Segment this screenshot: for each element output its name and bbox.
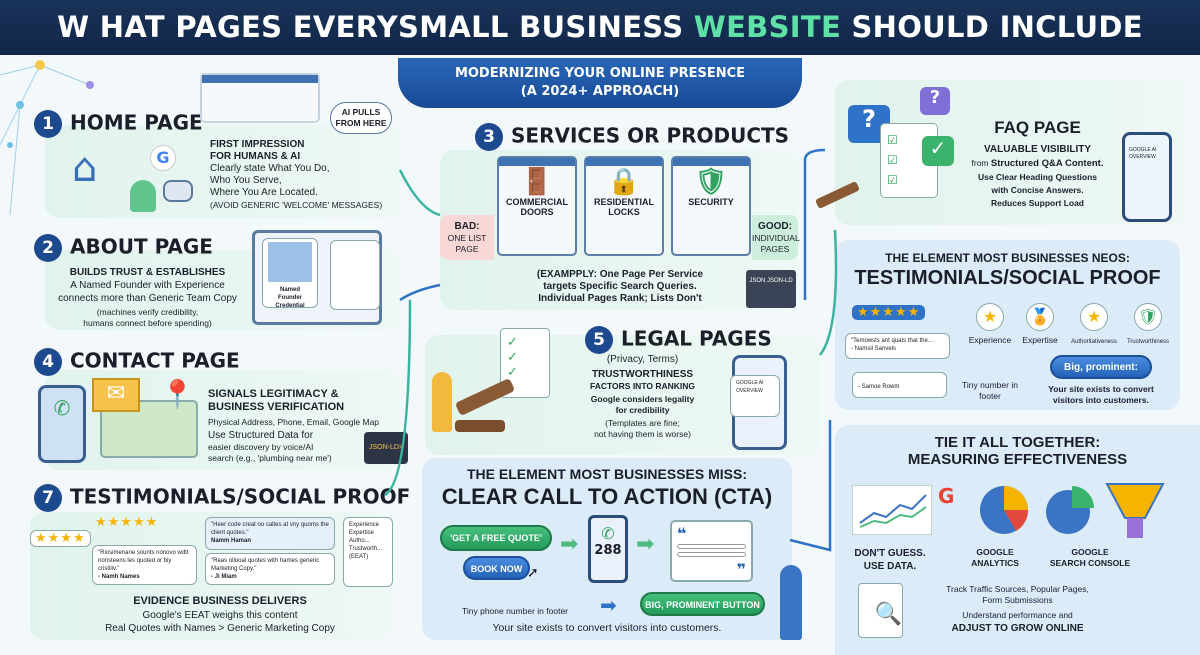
webpage-wireframe-icon: [200, 73, 320, 123]
testimonial-card: "Temowsts ant quats that the...- Namsil …: [845, 333, 950, 359]
search-console-pie-icon: [1046, 486, 1094, 534]
testimonial-card: "Heer code creat oo caltes at vny quoms …: [205, 517, 335, 550]
check-bubble-icon: ✓: [922, 136, 954, 166]
four-star-bubble: ★★★★: [30, 530, 91, 547]
arrow-right-icon: ➡: [560, 532, 579, 557]
resume-document-icon: [330, 240, 380, 310]
testimonial-card: "Riosimenane sounts nonovo wdtt nonsteen…: [92, 545, 197, 585]
page-title: W HAT PAGES EVERYSMALL BUSINESS WEBSITE …: [0, 0, 1200, 55]
person-with-tablet: [432, 372, 452, 432]
robot-icon: [163, 180, 193, 202]
line-chart-icon: [852, 485, 932, 535]
get-free-quote-button[interactable]: 'GET A FREE QUOTE': [440, 525, 552, 551]
authority-star-icon: ★: [1080, 303, 1108, 331]
google-icon: G: [938, 484, 955, 508]
person-pointing: [780, 565, 802, 640]
big-prominent-button[interactable]: BIG, PROMINENT BUTTON: [640, 592, 765, 616]
testimonial-card: "Reas ollooal quotes with hames generic …: [205, 553, 335, 585]
json-ld-window: JSON JSON-LD: [746, 270, 796, 308]
trust-shield-icon: 🛡: [1134, 303, 1162, 331]
subtitle-ribbon: MODERNIZING YOUR ONLINE PRESENCE(A 2024+…: [398, 58, 802, 108]
ai-pulls-bubble: AI PULLS FROM HERE: [330, 102, 392, 134]
report-magnifier-icon: 🔍: [858, 583, 903, 638]
json-ld-code-badge: JSON-LD>: [364, 432, 408, 464]
google-icon: G: [150, 145, 176, 171]
title-highlight: WEBSITE: [693, 10, 842, 44]
arrow-right-icon: ➡: [636, 532, 655, 557]
founder-credential-card: Named Founder Credential: [262, 238, 318, 308]
phone-call-icon: ✆288: [588, 515, 628, 583]
big-prominent-button[interactable]: Big, prominent:: [1050, 355, 1152, 379]
google-analytics-pie-icon: [980, 486, 1029, 534]
arrow-right-icon: ➡: [600, 593, 617, 617]
gavel-base-icon: [455, 420, 505, 432]
service-page-residential-locks: 🔒RESIDENTIAL LOCKS: [584, 156, 664, 256]
house-icon: ⌂: [72, 145, 98, 191]
phone-icon: ✆: [38, 385, 86, 463]
five-star-rating: ★★★★★: [852, 305, 926, 320]
quote-form-icon: ❝❞: [670, 520, 753, 582]
phone-ai-overview: GOOGLE AI OVERVIEW: [1122, 132, 1172, 222]
good-label: GOOD:INDIVIDUAL PAGES: [752, 215, 800, 260]
cursor-icon: ➚: [527, 565, 539, 581]
question-bubble-icon: ?: [920, 87, 950, 115]
bad-label: BAD:ONE LIST PAGE: [440, 215, 494, 260]
service-page-commercial-doors: 🚪COMMERCIAL DOORS: [497, 156, 577, 256]
ai-overview-card: GOOGLE AI OVERVIEW: [730, 375, 780, 417]
map-pin-icon: 📍: [160, 378, 195, 411]
faq-heading: FAQ PAGE: [994, 118, 1081, 137]
funnel-icon: [1105, 483, 1165, 538]
person-avatar: [130, 180, 156, 212]
home-page-panel: [45, 125, 400, 218]
service-page-security: 🛡SECURITY: [671, 156, 751, 256]
experience-star-icon: ★: [976, 303, 1004, 331]
network-decoration: [0, 60, 94, 216]
testimonial-card: - Samoe Rowm: [852, 372, 947, 398]
founder-avatar: [268, 242, 312, 282]
five-star-rating: ★★★★★: [95, 515, 159, 530]
book-now-button[interactable]: BOOK NOW: [463, 556, 530, 580]
envelope-icon: ✉: [92, 378, 140, 412]
expertise-medal-icon: 🏅: [1026, 303, 1054, 331]
